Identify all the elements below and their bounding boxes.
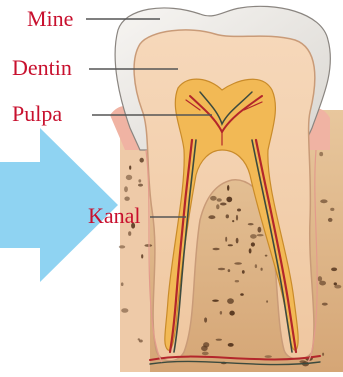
bone-spot [227,185,229,191]
bone-spot [318,276,322,281]
bone-spot [216,339,222,341]
bone-spot [322,353,324,356]
bone-spot [249,248,252,253]
bone-spot [138,184,143,187]
bone-spot [225,237,227,242]
bone-spot [232,220,234,222]
bone-spot [299,360,306,363]
bone-spot [144,244,152,247]
bone-spot [227,298,234,304]
bone-spot [330,208,334,211]
bone-spot [237,209,241,212]
bone-spot [248,223,254,225]
bone-spot [234,262,242,264]
label-mine: Mine [27,8,73,30]
bone-spot [226,214,229,218]
bone-spot [119,245,125,248]
bone-spot [334,282,337,285]
bone-spot [216,204,219,209]
bone-spot [126,175,132,180]
bone-spot [328,218,333,222]
bone-spot [128,231,131,236]
bone-spot [331,268,337,272]
bone-spot [320,199,327,203]
bone-spot [228,343,234,347]
bone-spot [228,244,233,246]
bone-spot [204,317,207,322]
bone-spot [266,300,268,303]
bone-spot [140,158,144,163]
bone-spot [121,308,128,313]
bone-spot [240,293,244,296]
bone-spot [141,254,143,258]
bone-spot [138,179,141,182]
label-dentin: Dentin [12,57,72,79]
bone-spot [124,197,129,201]
bone-spot [242,270,245,274]
bone-spot [235,280,239,282]
bone-spot [210,196,217,201]
bone-spot [250,234,257,239]
bone-spot [319,281,326,286]
bone-spot [129,166,131,170]
bone-spot [319,152,323,156]
bone-spot [208,215,215,219]
bone-spot [212,300,219,302]
bone-spot [236,215,238,221]
bone-spot [236,238,239,244]
bone-spot [255,264,257,268]
bone-spot [218,268,225,270]
bone-spot [203,342,209,347]
bone-spot [202,352,209,356]
bone-spot [139,340,143,343]
bone-spot [121,282,124,286]
bone-spot [213,248,220,250]
bone-spot [265,255,268,257]
bone-spot [229,311,234,316]
bone-spot [265,355,272,358]
bone-spot [261,268,263,271]
bone-spot [228,269,231,272]
label-pulpa: Pulpa [12,103,62,125]
bone-spot [220,203,227,206]
bone-spot [257,234,264,236]
bone-spot [258,227,262,233]
bone-spot [226,197,232,203]
bone-spot [124,186,128,192]
label-kanal: Kanal [88,205,141,227]
bone-spot [322,303,328,306]
bone-spot [220,311,222,315]
bone-spot [251,242,255,246]
bone-spot [217,198,222,201]
